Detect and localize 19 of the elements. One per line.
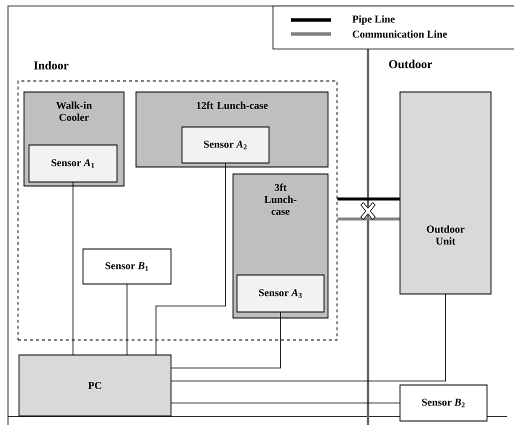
outdoor-unit-box: Outdoor Unit	[400, 92, 492, 294]
wire	[171, 312, 281, 368]
wire	[126, 284, 128, 355]
wire	[72, 182, 74, 355]
wire	[156, 163, 226, 355]
node-label: Indoor	[34, 61, 68, 70]
sensor-box: Sensor A$_{3}$	[236, 274, 324, 312]
wire	[171, 402, 400, 404]
region-label: Outdoor	[389, 60, 432, 68]
legend-text: Pipe Line	[352, 15, 395, 25]
sensor-box: Sensor A$_{2}$	[182, 126, 270, 164]
sensor-box: Sensor B$_{2}$	[400, 384, 488, 422]
pipe-line	[337, 198, 400, 200]
sensor-box: Sensor A$_{1}$	[28, 144, 118, 182]
legend-text: Communication Line	[352, 30, 447, 38]
pc-box: PC	[18, 354, 172, 416]
wire	[171, 294, 446, 382]
sensor-box: Sensor B$_{1}$	[82, 248, 172, 284]
pipe-line	[337, 218, 400, 220]
